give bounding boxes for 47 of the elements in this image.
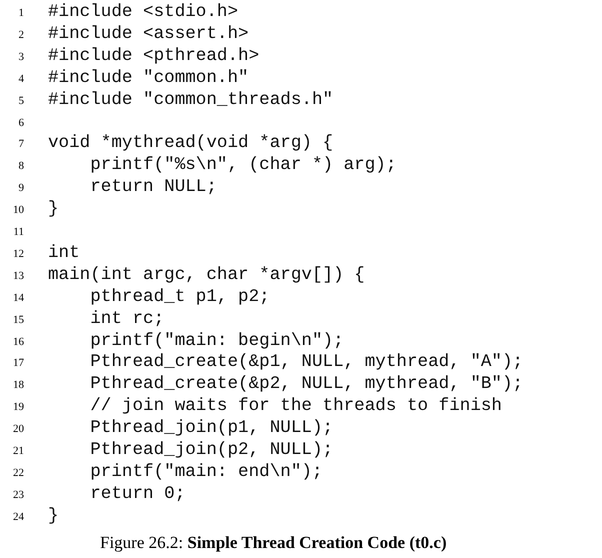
code-line: } xyxy=(48,506,59,526)
code-line: printf("%s\n", (char *) arg); xyxy=(89,155,396,176)
code-line: printf("main: begin\n"); xyxy=(89,330,344,350)
line-number: 10 xyxy=(12,204,24,216)
code-line: return 0; xyxy=(89,484,186,504)
line-number: 8 xyxy=(18,160,24,172)
code-line: int xyxy=(48,242,80,263)
line-number: 3 xyxy=(18,50,24,63)
code-line: #include "common_threads.h" xyxy=(48,90,334,110)
line-number: 15 xyxy=(12,314,24,326)
line-number: 24 xyxy=(12,510,24,523)
line-number: 6 xyxy=(18,116,24,128)
code-line: #include <assert.h> xyxy=(48,24,249,44)
line-number: 13 xyxy=(12,270,24,282)
line-number: 16 xyxy=(12,336,24,348)
line-number: 23 xyxy=(12,488,24,501)
code-line: int rc; xyxy=(89,308,164,329)
line-number: 19 xyxy=(12,401,24,414)
code-line: Pthread_join(p1, NULL); xyxy=(89,418,334,438)
figure-caption: Figure 26.2: Simple Thread Creation Code (t0.c) xyxy=(100,533,447,553)
line-number: 2 xyxy=(18,28,24,41)
line-number: 4 xyxy=(18,72,24,85)
code-line: return NULL; xyxy=(89,177,217,198)
code-line: void *mythread(void *arg) { xyxy=(48,133,334,154)
line-number: 14 xyxy=(12,292,24,304)
code-line: printf("main: end\n"); xyxy=(89,462,323,482)
code-line: } xyxy=(48,199,59,220)
code-line: Pthread_create(&p2, NULL, mythread, "B"); xyxy=(89,374,524,394)
code-line: Pthread_create(&p1, NULL, mythread, "A"); xyxy=(89,352,524,372)
line-number: 1 xyxy=(18,7,24,19)
code-line: // join waits for the threads to finish xyxy=(89,396,502,416)
line-number: 12 xyxy=(12,248,24,260)
line-number: 5 xyxy=(18,94,24,107)
code-line: main(int argc, char *argv[]) { xyxy=(48,264,365,285)
code-line: Pthread_join(p2, NULL); xyxy=(89,440,334,460)
line-number: 18 xyxy=(12,379,24,392)
code-line: #include <stdio.h> xyxy=(48,2,238,22)
code-line: pthread_t p1, p2; xyxy=(89,286,270,307)
code-line: #include "common.h" xyxy=(48,68,249,88)
code-line: #include <pthread.h> xyxy=(48,46,260,66)
line-number: 7 xyxy=(18,138,24,150)
line-number: 11 xyxy=(12,226,24,238)
line-number: 20 xyxy=(12,423,24,436)
line-number: 17 xyxy=(12,357,24,370)
line-number: 9 xyxy=(18,182,24,194)
line-number: 22 xyxy=(12,466,24,479)
line-number: 21 xyxy=(12,445,24,457)
